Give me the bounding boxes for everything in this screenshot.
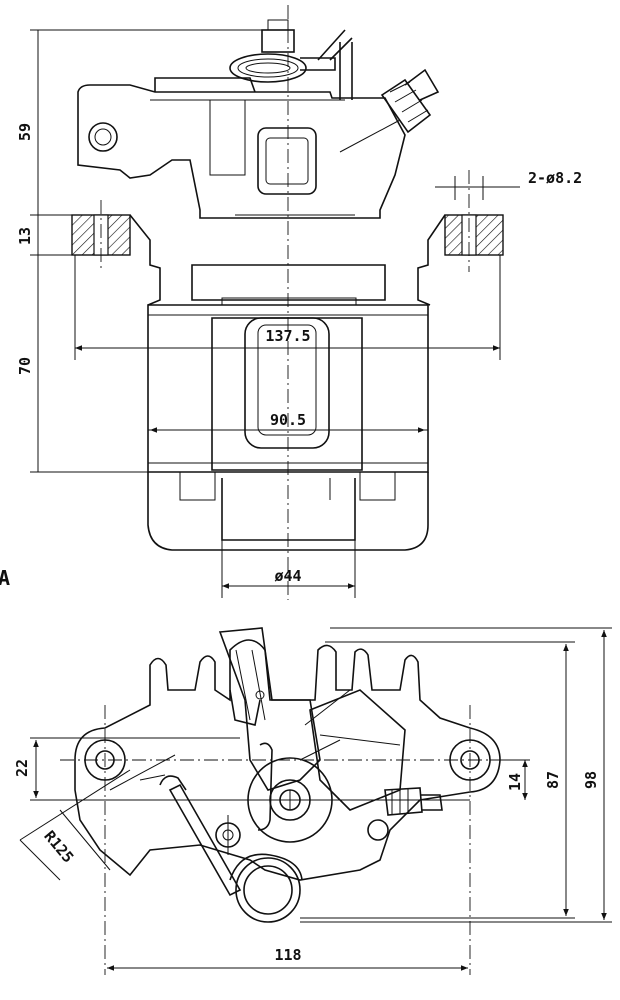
dim-height-upper: 59 <box>16 123 34 141</box>
top-view: 59 13 70 2-ø8.2 137.5 90.5 ø44 <box>16 5 582 600</box>
caliper-body-lower <box>147 472 429 551</box>
dim-bleed-offset: 14 <box>506 773 524 791</box>
caliper-side-body <box>74 639 501 881</box>
bleed-screw-side <box>367 787 443 841</box>
return-spring <box>159 742 303 923</box>
dim-line-r125 <box>19 769 131 841</box>
dim-width-overall: 137.5 <box>265 327 310 345</box>
mounting-flange <box>71 170 504 306</box>
caliper-body-upper <box>77 84 406 219</box>
park-brake-lever <box>218 627 333 843</box>
dim-radius: R125 <box>40 827 77 866</box>
dim-mount-offset: 22 <box>13 759 31 777</box>
dim-width-overall-side: 118 <box>274 946 301 964</box>
dim-piston-diameter: ø44 <box>274 567 301 585</box>
dim-height-flange: 13 <box>16 227 34 245</box>
spring <box>229 19 353 100</box>
dim-height-lower: 70 <box>16 357 34 375</box>
side-view: 22 14 87 98 R125 118 <box>13 627 612 975</box>
view-mark: A <box>0 566 10 590</box>
dim-hole-spec: 2-ø8.2 <box>528 169 582 187</box>
bleed-screw-top <box>339 68 440 153</box>
dim-height-inner: 87 <box>544 771 562 789</box>
dim-width-inner: 90.5 <box>270 411 306 429</box>
dim-height-overall: 98 <box>582 771 600 789</box>
